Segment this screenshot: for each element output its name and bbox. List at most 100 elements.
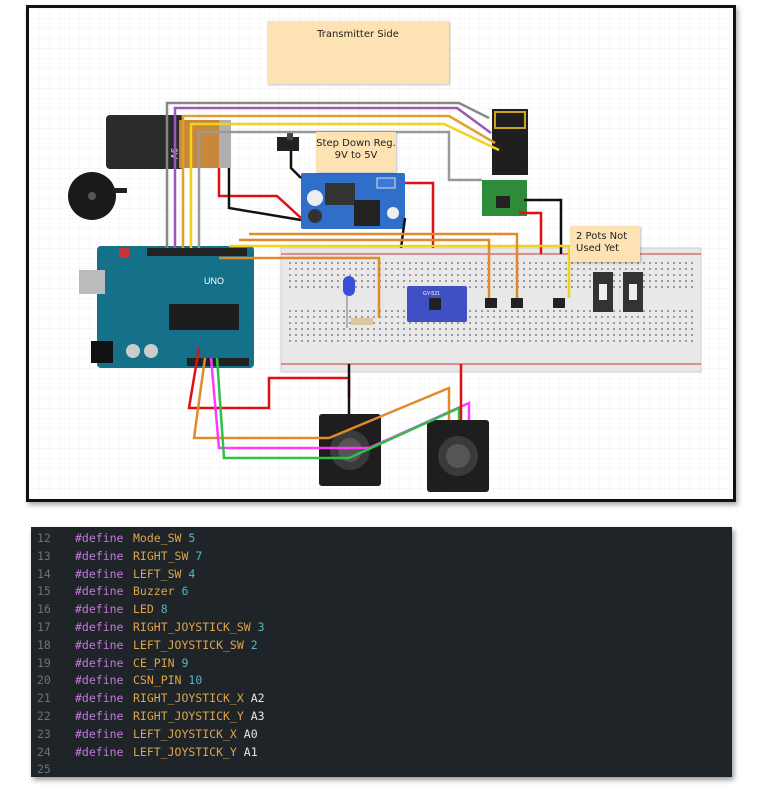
led-blue [343,276,355,328]
board-label: UNO [204,276,224,286]
define-keyword: #define [75,566,124,581]
macro-name: LEFT_JOYSTICK_Y [133,744,237,759]
macro-value: A0 [243,726,258,741]
code-line: 20 #define CSN_PIN 10 [31,671,732,689]
note-pots-unused: 2 Pots Not Used Yet [570,226,640,262]
line-number: 25 [37,762,51,777]
define-keyword: #define [75,655,124,670]
step-down-regulator [301,173,405,229]
macro-value: 4 [188,566,196,581]
define-keyword: #define [75,602,124,617]
code-line: 22 #define RIGHT_JOYSTICK_Y A3 [31,707,732,725]
breadboard-switches [485,298,565,308]
macro-value: 9 [181,655,189,670]
macro-value: A1 [243,744,258,759]
define-keyword: #define [75,620,124,634]
macro-name: RIGHT_JOYSTICK_SW [133,620,251,634]
code-line: 21 #define RIGHT_JOYSTICK_X A2 [31,689,732,707]
define-body: CE_PIN 9 [133,654,188,672]
note-transmitter-side: Transmitter Side [267,21,449,84]
slide-switch [277,132,299,151]
define-keyword: #define [75,548,124,563]
macro-name: LEFT_JOYSTICK_X [133,726,237,741]
joystick-left [319,414,381,486]
macro-value: 3 [257,620,265,634]
code-line: 17 #define RIGHT_JOYSTICK_SW 3 [31,618,732,636]
macro-value: 7 [195,548,203,563]
macro-name: RIGHT_JOYSTICK_X [133,691,244,706]
macro-name: LEFT_SW [133,566,182,581]
macro-value: 10 [188,673,203,688]
macro-value: 6 [181,584,189,599]
define-body: LED 8 [133,600,168,618]
code-line: 18 #define LEFT_JOYSTICK_SW 2 [31,636,732,654]
circuit-diagram: 9V [26,5,736,502]
define-body: Mode_SW 5 [133,529,195,547]
define-keyword: #define [75,709,124,723]
define-keyword: #define [75,637,124,652]
line-number: 18 [37,637,51,652]
define-body: LEFT_JOYSTICK_X A0 [133,725,258,743]
code-line: 14 #define LEFT_SW 4 [31,565,732,583]
resistor [351,318,373,325]
define-body: RIGHT_JOYSTICK_Y A3 [133,707,265,725]
arduino-uno: UNO [79,246,254,368]
define-body: Buzzer 6 [133,582,188,600]
gy521-module: GY-521 [407,286,467,322]
line-number: 16 [37,602,51,617]
code-line: 16 #define LED 8 [31,600,732,618]
code-line: 19 #define CE_PIN 9 [31,654,732,672]
macro-name: RIGHT_SW [133,548,189,563]
define-keyword: #define [75,691,124,706]
line-number: 15 [37,584,51,599]
macro-name: CE_PIN [133,655,175,670]
code-line: 23 #define LEFT_JOYSTICK_X A0 [31,725,732,743]
macro-name: LEFT_JOYSTICK_SW [133,637,244,652]
line-number: 12 [37,531,51,545]
line-number: 13 [37,548,51,563]
macro-value: 5 [188,531,196,545]
code-line: 13 #define RIGHT_SW 7 [31,547,732,565]
macro-name: LED [133,602,154,617]
define-body: RIGHT_SW 7 [133,547,202,565]
battery-9v: 9V [106,115,231,169]
line-number: 24 [37,744,51,759]
line-number: 17 [37,620,51,634]
define-body [133,760,140,778]
macro-value: A2 [250,691,265,706]
define-body: LEFT_JOYSTICK_SW 2 [133,636,258,654]
line-number: 20 [37,673,51,688]
define-body: RIGHT_JOYSTICK_X A2 [133,689,265,707]
macro-name: CSN_PIN [133,673,182,688]
code-line: 25 [31,760,732,778]
macro-name: RIGHT_JOYSTICK_Y [133,709,244,723]
joystick-right [427,420,489,492]
macro-name: Buzzer [133,584,175,599]
macro-value: A3 [250,709,265,723]
module-label: GY-521 [423,291,440,297]
macro-value: 2 [250,637,258,652]
line-number: 21 [37,691,51,706]
define-keyword: #define [75,744,124,759]
define-body: RIGHT_JOYSTICK_SW 3 [133,618,265,636]
define-body: LEFT_SW 4 [133,565,195,583]
potentiometers [593,272,643,312]
macro-name: Mode_SW [133,531,182,545]
line-number: 23 [37,726,51,741]
line-number: 14 [37,566,51,581]
line-number: 19 [37,655,51,670]
line-number: 22 [37,709,51,723]
define-body: CSN_PIN 10 [133,671,202,689]
define-keyword: #define [75,726,124,741]
code-line: 24 #define LEFT_JOYSTICK_Y A1 [31,743,732,761]
define-keyword: #define [75,673,124,688]
buzzer [68,172,127,220]
nrf24-module [482,109,528,216]
macro-value: 8 [160,602,168,617]
note-step-down-regulator: Step Down Reg. 9V to 5V [316,132,396,172]
wires [165,101,571,460]
define-body: LEFT_JOYSTICK_Y A1 [133,743,258,761]
